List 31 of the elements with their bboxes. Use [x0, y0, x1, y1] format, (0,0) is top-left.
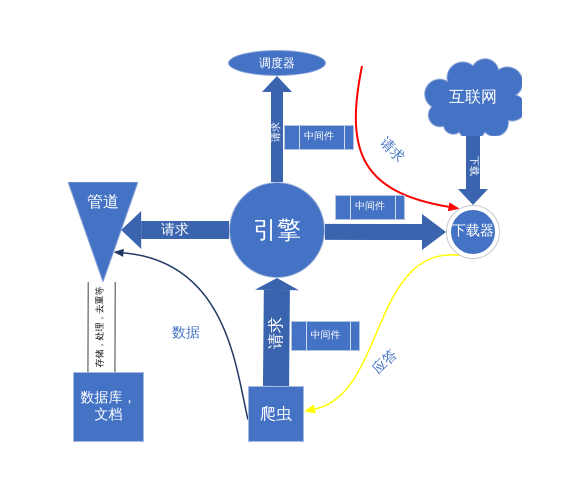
- process-box: [248, 386, 304, 442]
- cloud-node: [424, 58, 522, 136]
- node-label: 互联网: [448, 87, 498, 107]
- middleware-box: [335, 195, 405, 220]
- edge-label: 请求: [272, 121, 282, 143]
- middleware-box: [291, 321, 360, 351]
- curved-arrow: [114, 248, 249, 420]
- bracket-lines: [87, 281, 116, 373]
- node-label: 爬虫: [259, 404, 293, 424]
- triangle-node: [68, 182, 138, 282]
- block-arrow: [325, 214, 446, 250]
- edge-label: 请求: [160, 223, 190, 237]
- node-label: 中间件: [354, 201, 386, 214]
- node-label: 中间件: [303, 131, 335, 144]
- node-label: 引擎: [252, 215, 302, 245]
- process-box: [73, 372, 144, 442]
- node-label: 调度器: [258, 56, 296, 70]
- node-label: 中间件: [310, 330, 342, 342]
- edge-label: 数据: [171, 326, 201, 340]
- edge-label: 下载: [468, 155, 478, 177]
- block-arrow: [121, 211, 229, 249]
- middleware-box: [284, 125, 354, 150]
- node-label: 数据库，文档: [80, 390, 138, 424]
- curved-arrow: [354, 66, 460, 212]
- block-arrow: [262, 76, 292, 182]
- block-arrow: [458, 136, 488, 205]
- curved-arrow: [304, 254, 460, 414]
- edge-label: 存储，处理，去重等: [96, 286, 106, 368]
- node-label: 下载器: [451, 223, 495, 241]
- edge-label: 请求: [268, 316, 284, 350]
- node-label: 管道: [86, 192, 120, 212]
